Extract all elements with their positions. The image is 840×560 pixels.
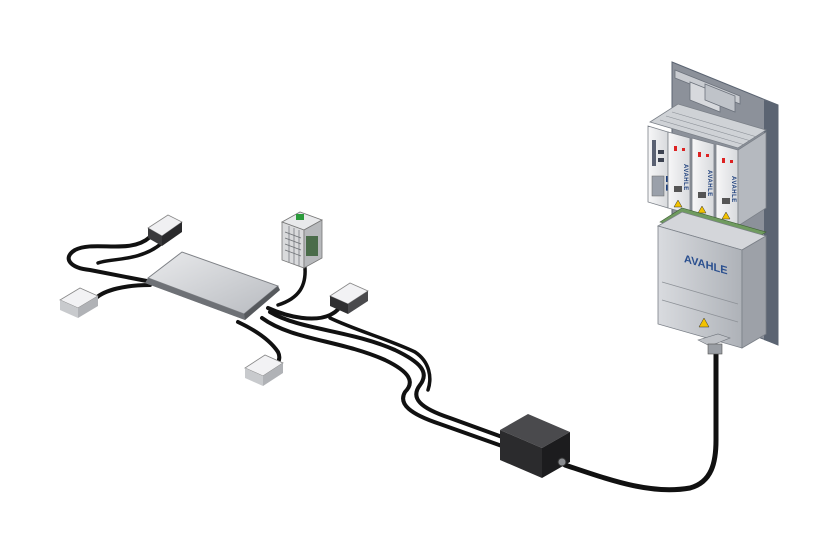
cable-to-cabinet bbox=[562, 349, 719, 493]
cable-main-1 bbox=[268, 310, 507, 440]
pickup-coil-left bbox=[59, 287, 99, 318]
inverter-module-2: AVAHLE bbox=[691, 137, 715, 221]
warning-icon bbox=[697, 205, 707, 214]
cabinet-connector bbox=[697, 333, 731, 355]
module-fins bbox=[659, 111, 758, 146]
charging-pad bbox=[145, 251, 280, 320]
pickup-coil-right bbox=[329, 282, 369, 314]
connector-gland bbox=[557, 457, 567, 467]
warning-icon bbox=[673, 199, 683, 208]
inverter-module-3-brand: AVAHLE bbox=[730, 176, 736, 203]
inverter-module-1-brand: AVAHLE bbox=[682, 164, 688, 191]
psu-vent-grid bbox=[284, 226, 302, 266]
warning-icon bbox=[721, 211, 731, 220]
cable-left-lower bbox=[94, 283, 152, 300]
inverter-module-2-brand: AVAHLE bbox=[706, 170, 712, 197]
top-rail bbox=[674, 69, 741, 113]
pickup-coil-bottom bbox=[244, 354, 284, 386]
cable-main-3 bbox=[328, 316, 432, 392]
cable-left-mid bbox=[96, 241, 164, 265]
pickup-coil-top bbox=[147, 214, 183, 246]
inverter-module-3: AVAHLE bbox=[715, 143, 739, 227]
connector-box bbox=[500, 414, 570, 478]
control-module: ▬ ▬ bbox=[647, 125, 670, 209]
warning-icon bbox=[698, 317, 710, 328]
cable-network bbox=[66, 235, 719, 493]
cable-left-upper bbox=[66, 235, 154, 284]
cable-main-2 bbox=[260, 316, 504, 448]
cable-psu bbox=[276, 266, 307, 307]
inverter-module-1: AVAHLE bbox=[667, 131, 691, 215]
control-cabinet: ▬ ▬ AVAHLE AVAHLE AVAHLE bbox=[647, 61, 779, 355]
svg-text:▬ ▬: ▬ ▬ bbox=[664, 176, 670, 191]
transformer-housing: AVAHLE bbox=[656, 211, 768, 349]
power-supply-unit bbox=[281, 211, 323, 269]
psu-terminal bbox=[306, 236, 318, 256]
